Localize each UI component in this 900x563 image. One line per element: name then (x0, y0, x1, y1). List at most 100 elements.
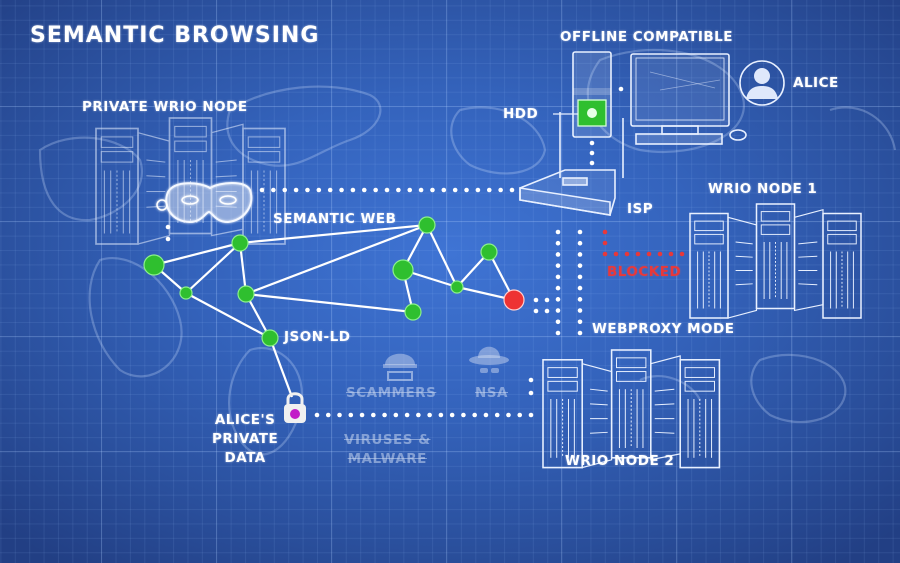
dot (438, 412, 444, 418)
dot (624, 251, 630, 257)
graph-edge (245, 292, 414, 314)
dot (348, 412, 354, 418)
dot (577, 297, 583, 302)
dot (407, 187, 413, 193)
dot (472, 412, 477, 418)
dot (533, 297, 539, 303)
dot (361, 187, 367, 193)
dot (509, 187, 515, 193)
dot (602, 251, 608, 257)
dot (613, 251, 619, 257)
dot (418, 187, 424, 193)
dotted-link-isp-to-webproxy-b (577, 229, 583, 336)
graph-node[interactable] (404, 303, 422, 321)
dotted-link-hdd-to-router (589, 140, 595, 166)
dot (589, 150, 595, 156)
dot (494, 412, 500, 418)
graph-edge (153, 241, 241, 267)
graph-node[interactable] (480, 243, 498, 261)
dot (577, 240, 583, 246)
label-line: PRIVATE (212, 431, 279, 447)
dot (618, 86, 624, 92)
graph-node[interactable] (392, 259, 414, 281)
padlock-icon (284, 392, 306, 423)
dot (327, 187, 333, 193)
dot (396, 187, 401, 193)
dotted-link-node2-a (528, 377, 534, 383)
dot (577, 319, 583, 325)
dot (555, 252, 561, 257)
graph-node[interactable] (450, 280, 464, 294)
dotted-connections (165, 86, 685, 418)
dot (339, 187, 344, 193)
label-private-wrio-node: PRIVATE WRIO NODE (82, 99, 248, 115)
dot (517, 412, 523, 418)
graph-edges (153, 223, 515, 398)
label-line: ALICE'S (214, 412, 276, 428)
dot (316, 187, 322, 193)
dot (555, 263, 561, 268)
dot (589, 160, 595, 166)
hdd-icon (577, 99, 607, 127)
page-title: SEMANTIC BROWSING (30, 23, 320, 48)
dot (259, 187, 265, 193)
graph-nodes (143, 216, 525, 347)
dot (475, 187, 481, 193)
label-alices-private-data: ALICE'S PRIVATE DATA (212, 411, 278, 468)
graph-node[interactable] (143, 254, 165, 276)
dot (404, 412, 410, 418)
dot (371, 412, 376, 418)
dot (679, 251, 685, 257)
graph-edge (239, 223, 428, 245)
blocked-graph-node[interactable] (503, 289, 525, 311)
dotted-link-private-node-to-graph (165, 224, 171, 242)
dot (577, 308, 583, 313)
dot (452, 187, 458, 193)
dot (498, 187, 503, 193)
dot (486, 187, 492, 193)
dot (314, 412, 320, 418)
graph-node[interactable] (237, 285, 255, 303)
dot (589, 140, 595, 146)
label-blocked: BLOCKED (607, 264, 682, 280)
dot (602, 229, 608, 235)
dot (528, 377, 534, 383)
dot (555, 308, 561, 313)
wrio-node-1-servers-icon (690, 204, 861, 318)
dot (577, 330, 583, 336)
dot (449, 412, 455, 418)
dot (555, 297, 561, 302)
dot (555, 285, 561, 291)
dot (416, 412, 421, 418)
graph-node[interactable] (179, 286, 193, 300)
dot (384, 187, 390, 193)
dotted-link-blocked-vertical (602, 229, 608, 246)
dot (337, 412, 342, 418)
dot (441, 187, 447, 193)
dot (577, 274, 583, 280)
label-webproxy-mode: WEBPROXY MODE (592, 321, 735, 337)
dot (544, 297, 550, 303)
burglar-icon (383, 353, 417, 381)
dot (577, 252, 583, 257)
dotted-link-private-data-to-node-2 (314, 412, 534, 418)
dot (577, 263, 583, 268)
dot (483, 412, 489, 418)
label-nsa: NSA (475, 385, 508, 401)
dot (577, 229, 583, 235)
dotted-link-red-node-b (533, 308, 550, 314)
dot (544, 308, 550, 314)
graph-edge-to-private-data (268, 337, 294, 398)
dot (506, 412, 511, 418)
dot (555, 330, 561, 336)
label-alice: ALICE (793, 75, 839, 91)
dot (555, 240, 561, 246)
dot (461, 412, 466, 418)
graph-node[interactable] (418, 216, 436, 234)
graph-node[interactable] (261, 329, 279, 347)
graph-node[interactable] (231, 234, 249, 252)
label-viruses-malware: VIRUSES & MALWARE (344, 431, 430, 469)
dot (646, 251, 652, 257)
dot (577, 285, 583, 291)
